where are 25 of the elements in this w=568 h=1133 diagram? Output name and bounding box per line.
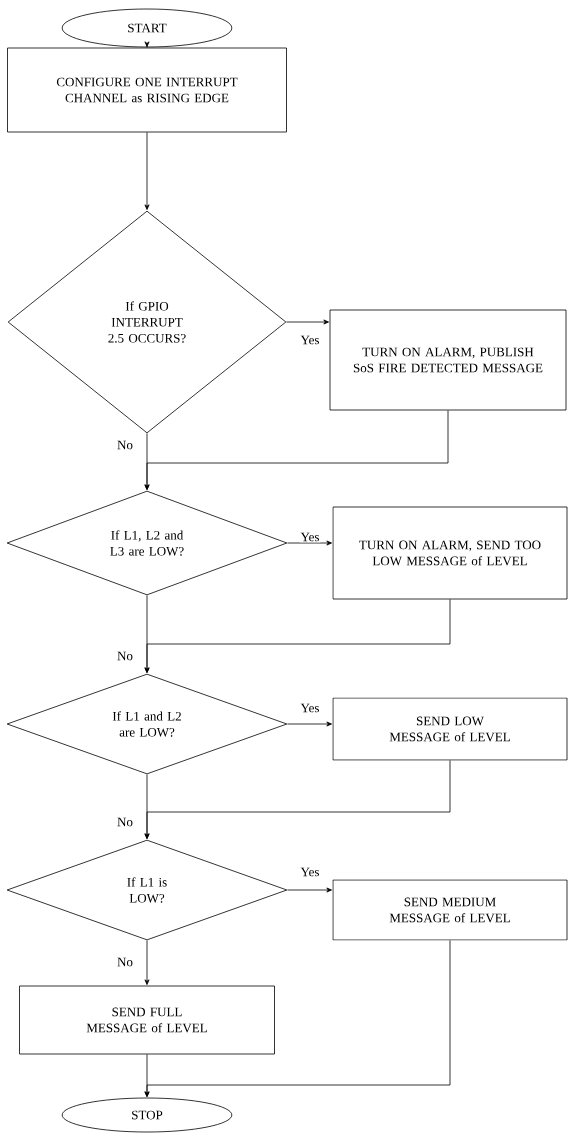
arrow — [144, 410, 449, 490]
process-box: TURN ON ALARM, PUBLISH SoS FIRE DETECTED MESSAGE — [329, 309, 567, 411]
process-box: SEND MEDIUM MESSAGE of LEVEL — [332, 879, 568, 941]
arrow — [144, 599, 451, 673]
arrow — [144, 1054, 150, 1097]
arrow — [144, 41, 150, 48]
edge-label: No — [116, 956, 134, 968]
process-box: TURN ON ALARM, SEND TOO LOW MESSAGE of LEVEL — [332, 506, 568, 600]
process-box: SEND LOW MESSAGE of LEVEL — [332, 697, 568, 761]
arrow — [144, 940, 150, 985]
arrow — [144, 760, 451, 839]
edge-label: Yes — [299, 866, 321, 878]
edge-label: No — [116, 650, 134, 662]
edge-label: Yes — [299, 531, 321, 543]
process-box: SEND FULL MESSAGE of LEVEL — [19, 985, 275, 1055]
arrow — [287, 540, 332, 546]
edge-label: Yes — [299, 702, 321, 714]
edge-label: No — [116, 439, 134, 451]
edge-label: Yes — [299, 334, 321, 346]
arrow — [287, 887, 332, 893]
process-box: CONFIGURE ONE INTERRUPT CHANNEL as RISING EDGE — [7, 47, 287, 133]
edge-label: No — [116, 816, 134, 828]
arrow — [287, 721, 332, 727]
arrow — [286, 319, 329, 325]
arrow — [144, 132, 150, 210]
